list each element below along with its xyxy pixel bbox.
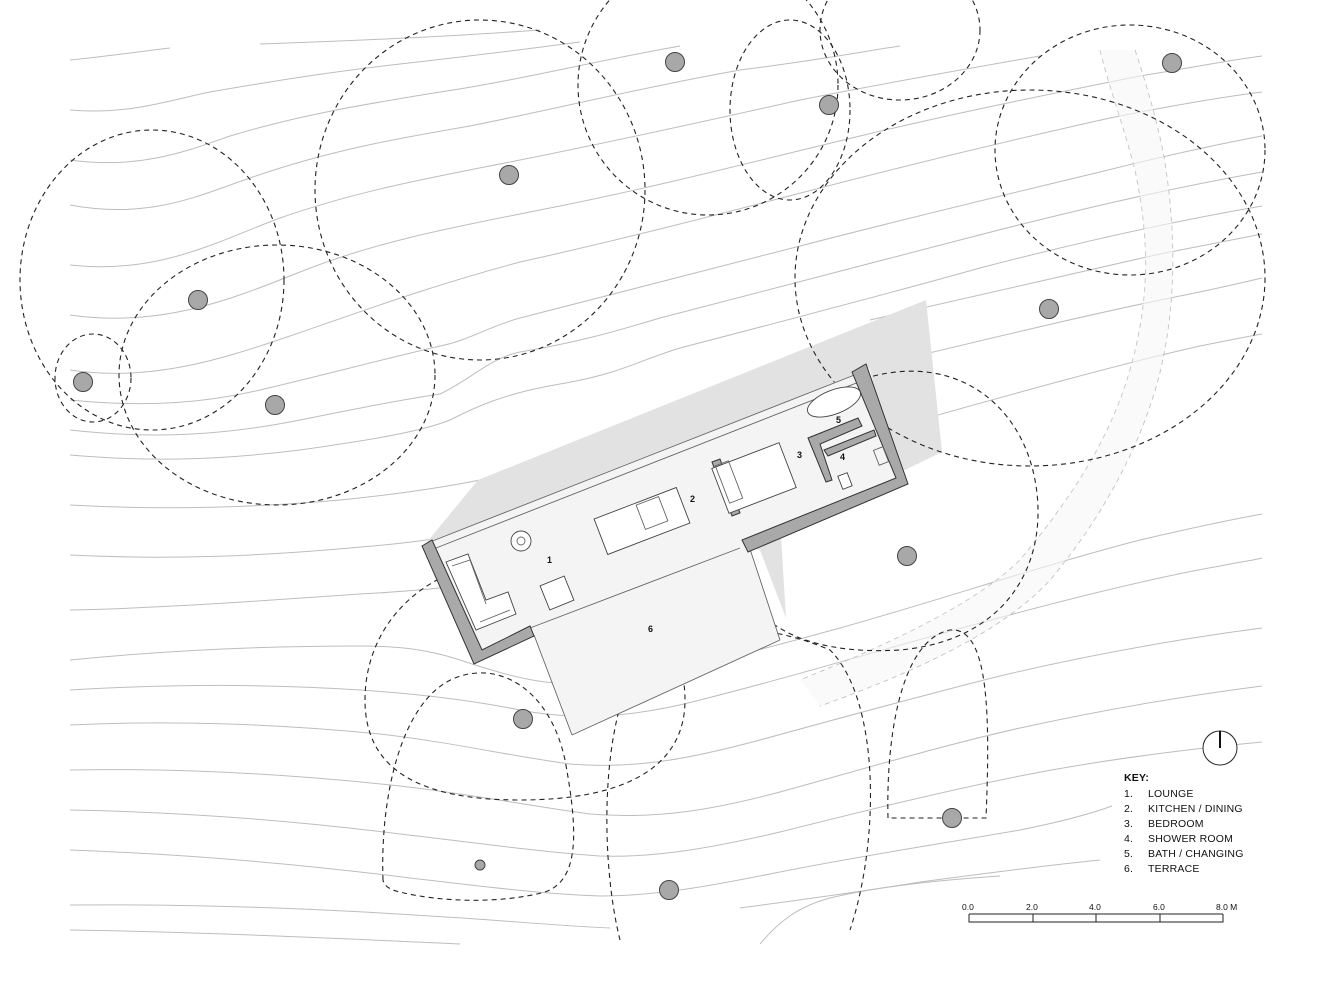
legend-item-label: SHOWER ROOM [1148, 833, 1234, 845]
tree-trunk-icon [1039, 299, 1059, 319]
sofa [445, 553, 517, 631]
legend-item: 3. BEDROOM [1124, 817, 1244, 832]
tree-trunk-icon [1162, 53, 1182, 73]
round-table [510, 530, 532, 552]
legend-item-label: TERRACE [1148, 863, 1200, 875]
room-number-4: 4 [840, 452, 845, 462]
toilet [837, 472, 853, 490]
tree-trunk-icon [474, 859, 486, 871]
shower-wall [807, 417, 863, 483]
legend-item-number: 4. [1124, 833, 1134, 845]
legend-item-number: 6. [1124, 863, 1134, 875]
tree-trunk-icon [665, 52, 685, 72]
room-number-5: 5 [836, 415, 841, 425]
coffee-table [539, 575, 575, 611]
scale-tick-2: 4.0 [1089, 902, 1101, 912]
room-number-6: 6 [648, 624, 653, 634]
legend-item: 6. TERRACE [1124, 862, 1244, 877]
legend-item-label: BEDROOM [1148, 818, 1204, 830]
access-path [799, 49, 1174, 707]
building [421, 363, 909, 736]
tree-trunk-icon [499, 165, 519, 185]
tree-trunk-icon [73, 372, 93, 392]
legend-item-number: 1. [1124, 788, 1134, 800]
tree-trunk-icon [513, 709, 533, 729]
legend-item: 1. LOUNGE [1124, 787, 1244, 802]
legend-item-label: KITCHEN / DINING [1148, 803, 1243, 815]
tree-trunk-icon [819, 95, 839, 115]
legend-item-number: 3. [1124, 818, 1134, 830]
tree-trunks [73, 52, 1182, 900]
legend-item: 5. BATH / CHANGING [1124, 847, 1244, 862]
legend: KEY: 1. LOUNGE 2. KITCHEN / DINING 3. BEDRO… [1124, 772, 1244, 877]
tree-trunk-icon [265, 395, 285, 415]
bed [711, 442, 797, 514]
tree-trunk-icon [188, 290, 208, 310]
legend-item: 2. KITCHEN / DINING [1124, 802, 1244, 817]
legend-item-label: BATH / CHANGING [1148, 848, 1244, 860]
east-wall [741, 363, 909, 553]
room-labels: 1 2 3 4 5 6 [547, 415, 845, 634]
tree-trunk-icon [897, 546, 917, 566]
room-number-1: 1 [547, 555, 552, 565]
room-number-3: 3 [797, 450, 802, 460]
scale-bar: 0.0 2.0 4.0 6.0 8.0 M [962, 902, 1237, 923]
tree-trunk-icon [659, 880, 679, 900]
scale-tick-1: 2.0 [1026, 902, 1038, 912]
scale-tick-4: 8.0 M [1216, 902, 1237, 912]
bath-wall [823, 429, 877, 457]
legend-title: KEY: [1124, 772, 1150, 784]
north-arrow-icon [1202, 730, 1238, 766]
bath-tub [807, 386, 861, 418]
tree-canopies [19, 0, 1266, 941]
room-number-2: 2 [690, 494, 695, 504]
tree-trunk-icon [942, 808, 962, 828]
legend-item-number: 2. [1124, 803, 1134, 815]
legend-item: 4. SHOWER ROOM [1124, 832, 1244, 847]
legend-item-label: LOUNGE [1148, 788, 1194, 800]
scale-tick-0: 0.0 [962, 902, 974, 912]
legend-item-number: 5. [1124, 848, 1134, 860]
scale-tick-3: 6.0 [1153, 902, 1165, 912]
west-wall [421, 539, 535, 665]
